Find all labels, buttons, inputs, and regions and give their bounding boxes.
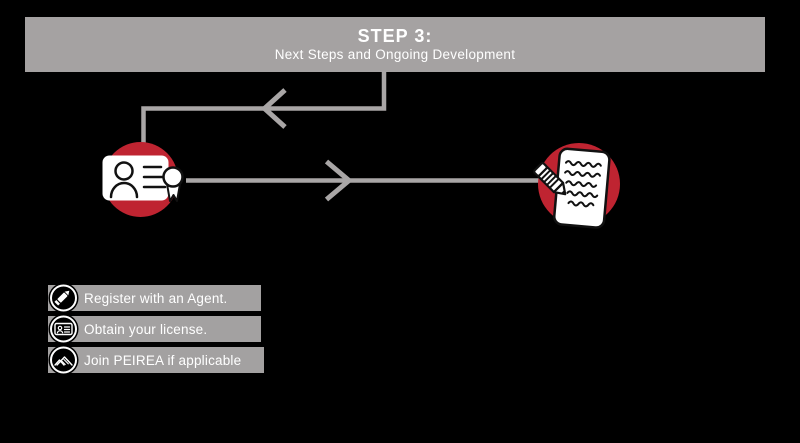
return-arrow-line	[141, 71, 387, 144]
legend-label: Join PEIREA if applicable	[84, 352, 242, 368]
seal-circle	[162, 166, 184, 188]
notepad-pencil-icon	[533, 147, 611, 229]
legend-item-register: Register with an Agent.	[48, 284, 261, 312]
legend-item-peirea: Join PEIREA if applicable	[48, 346, 264, 374]
pencil-icon	[50, 284, 77, 312]
step-title: STEP 3:	[357, 26, 433, 46]
right-arrowhead-icon	[324, 159, 353, 202]
legend-label: Obtain your license.	[84, 321, 208, 337]
step-header: STEP 3: Next Steps and Ongoing Developme…	[25, 17, 765, 72]
person-shoulders	[109, 181, 139, 199]
roof-icon	[50, 346, 77, 374]
left-arrowhead-icon	[260, 88, 287, 129]
step-subtitle: Next Steps and Ongoing Development	[274, 47, 516, 62]
legend-item-license: Obtain your license.	[48, 315, 261, 343]
legend-label: Register with an Agent.	[84, 290, 228, 306]
person-head	[114, 161, 134, 181]
id-card-icon	[50, 315, 77, 343]
pencil-glyph	[533, 162, 567, 196]
license-card-icon	[102, 155, 184, 202]
